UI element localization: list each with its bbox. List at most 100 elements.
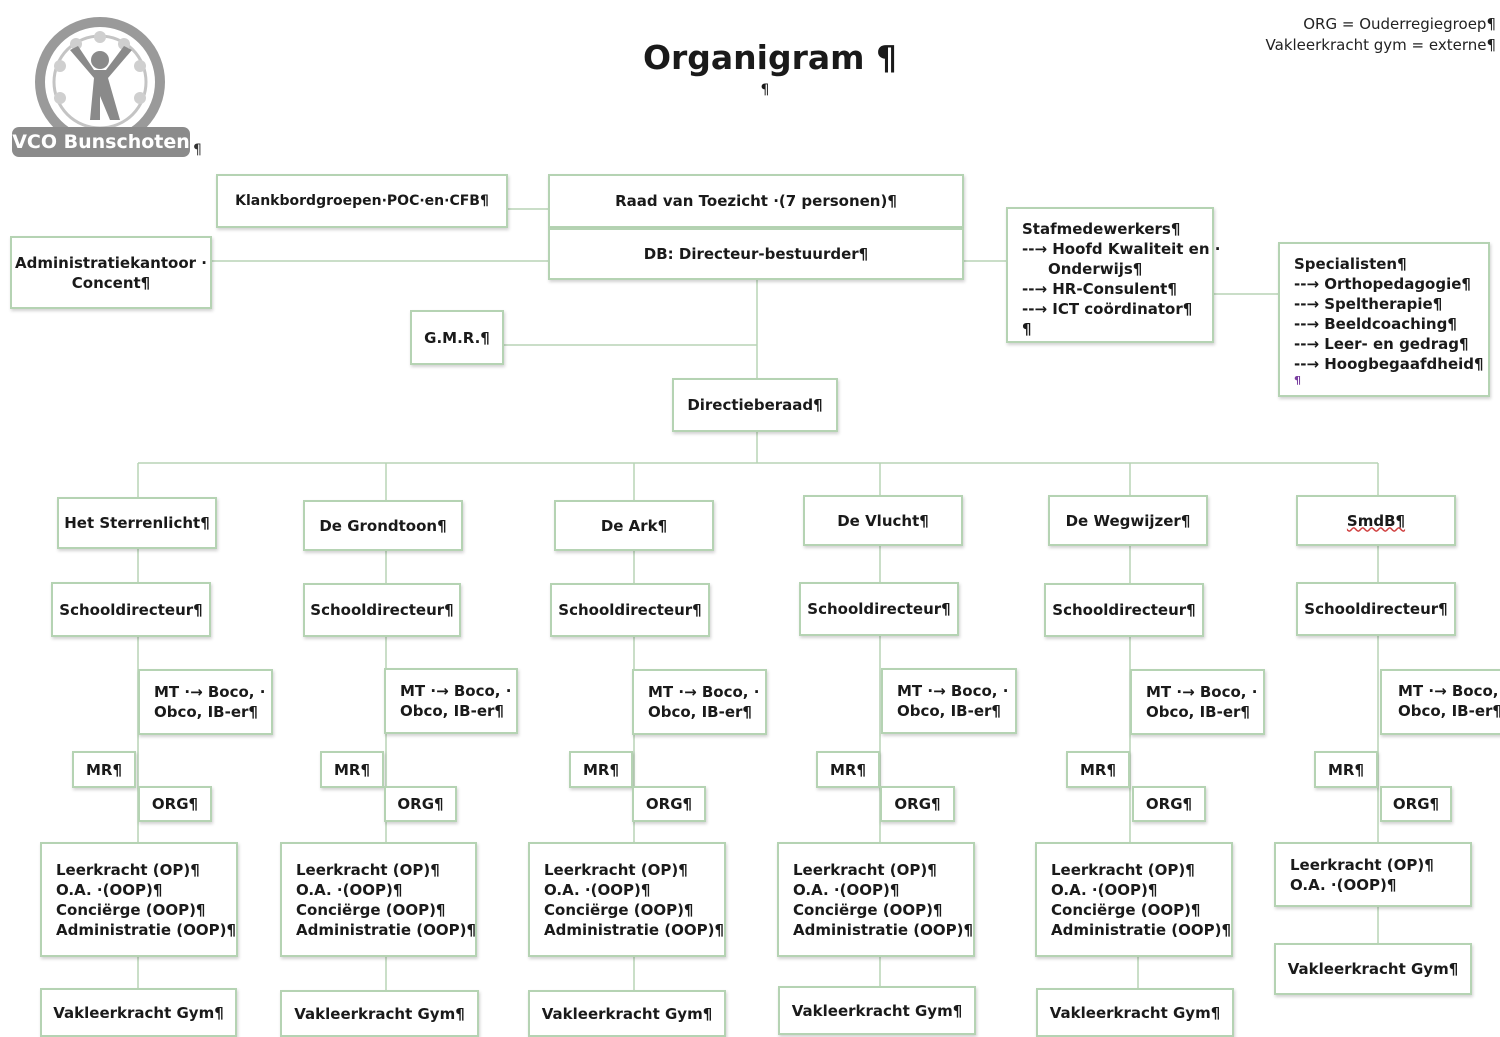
staff-line: Conciërge (OOP)¶ [56, 900, 206, 919]
staff-line: Leerkracht (OP)¶ [793, 860, 937, 879]
school-name-box: SmdB¶ [1296, 495, 1456, 546]
school-name-box: Het Sterrenlicht¶ [57, 497, 217, 549]
specialisten-line: --→ Leer- en gedrag¶ [1294, 335, 1469, 353]
mt-line: Obco, IB-er¶ [400, 702, 504, 720]
org-label: ORG¶ [397, 795, 444, 813]
vakleerkracht-gym-box: Vakleerkracht Gym¶ [778, 986, 976, 1035]
raad-label: Raad van Toezicht ·(7 personen)¶ [615, 192, 897, 210]
administratiekantoor-box: Administratiekantoor ·Concent¶ [10, 236, 212, 309]
mr-label: MR¶ [829, 760, 867, 779]
org-box: ORG¶ [880, 786, 955, 822]
mt-line: MT ·→ Boco, · [648, 683, 760, 701]
staf-line: --→ HR-Consulent¶ [1022, 280, 1177, 298]
school-name: Het Sterrenlicht¶ [64, 514, 210, 532]
school-name-box: De Ark¶ [554, 500, 714, 551]
mr-box: MR¶ [320, 751, 384, 788]
admin-line: Concent¶ [71, 273, 151, 292]
staff-box: Leerkracht (OP)¶O.A. ·(OOP)¶Conciërge (O… [280, 842, 477, 957]
gym-label: Vakleerkracht Gym¶ [1049, 1003, 1221, 1022]
staff-box: Leerkracht (OP)¶O.A. ·(OOP)¶Conciërge (O… [777, 842, 975, 957]
directieberaad-box: Directieberaad¶ [672, 378, 838, 432]
schooldirecteur-box: Schooldirecteur¶ [51, 582, 211, 637]
vakleerkracht-gym-box: Vakleerkracht Gym¶ [1274, 943, 1472, 995]
raad-van-toezicht-box: Raad van Toezicht ·(7 personen)¶ [548, 174, 964, 228]
specialisten-line: --→ Hoogbegaafdheid¶ [1294, 355, 1484, 373]
gym-label: Vakleerkracht Gym¶ [53, 1003, 224, 1022]
gym-label: Vakleerkracht Gym¶ [1287, 960, 1459, 978]
school-name: De Grondtoon¶ [319, 516, 447, 535]
school-name: De Wegwijzer¶ [1065, 511, 1191, 530]
org-box: ORG¶ [138, 786, 212, 822]
schooldirecteur-box: Schooldirecteur¶ [550, 583, 710, 637]
staf-line: ¶ [1022, 320, 1032, 338]
mt-box: MT ·→ Boco, ·Obco, IB-er¶ [632, 669, 767, 735]
staff-box: Leerkracht (OP)¶O.A. ·(OOP)¶Conciërge (O… [528, 842, 726, 957]
gym-label: Vakleerkracht Gym¶ [294, 1004, 465, 1023]
staff-line: Conciërge (OOP)¶ [296, 900, 446, 919]
admin-line: Administratiekantoor · [15, 253, 207, 272]
mt-line: MT ·→ Boco, · [1146, 683, 1258, 701]
gym-label: Vakleerkracht Gym¶ [541, 1004, 713, 1023]
staff-line: Administratie (OOP)¶ [1051, 920, 1232, 939]
title-mark: ¶ [760, 82, 770, 98]
mr-label: MR¶ [85, 760, 123, 779]
directeur-bestuurder-box: DB: Directeur-bestuurder¶ [548, 228, 964, 280]
mt-box: MT ·→ Boco, ·Obco, IB-er¶ [881, 668, 1017, 734]
mt-line: MT ·→ Boco, · [897, 682, 1009, 700]
staf-line: --→ ICT coördinator¶ [1022, 300, 1193, 318]
schooldirecteur-label: Schooldirecteur¶ [310, 601, 454, 619]
mr-label: MR¶ [582, 760, 620, 779]
org-label: ORG¶ [1392, 795, 1440, 813]
staff-line: Conciërge (OOP)¶ [544, 900, 694, 919]
org-box: ORG¶ [1132, 786, 1206, 822]
mt-box: MT ·→ Boco, ·Obco, IB-er¶ [384, 668, 518, 734]
vakleerkracht-gym-box: Vakleerkracht Gym¶ [1036, 988, 1234, 1037]
staff-box: Leerkracht (OP)¶O.A. ·(OOP)¶ [1274, 842, 1472, 907]
school-name-box: De Grondtoon¶ [303, 500, 463, 551]
school-name-box: De Wegwijzer¶ [1048, 495, 1208, 546]
logo-text: VCO Bunschoten [12, 127, 190, 157]
schooldirecteur-label: Schooldirecteur¶ [807, 600, 951, 618]
staff-line: Administratie (OOP)¶ [296, 920, 477, 939]
klankbord-label: Klankbordgroepen·POC·en·CFB¶ [235, 193, 489, 209]
mr-box: MR¶ [816, 751, 880, 788]
gmr-box: G.M.R.¶ [410, 310, 504, 365]
school-name: De Vlucht¶ [837, 511, 929, 530]
org-box: ORG¶ [632, 786, 706, 822]
specialisten-line: Specialisten¶ [1294, 255, 1407, 273]
mt-line: Obco, IB-er¶ [1398, 702, 1500, 720]
vakleerkracht-gym-box: Vakleerkracht Gym¶ [528, 990, 726, 1037]
mt-line: MT ·→ Boco, · [1398, 682, 1500, 700]
staff-line: Administratie (OOP)¶ [56, 920, 237, 939]
legend-line: ORG = Ouderregiegroep¶ [1303, 15, 1496, 33]
schooldirecteur-label: Schooldirecteur¶ [1304, 600, 1448, 618]
schooldirecteur-box: Schooldirecteur¶ [799, 582, 959, 636]
staff-line: O.A. ·(OOP)¶ [56, 880, 163, 899]
schooldirecteur-box: Schooldirecteur¶ [303, 583, 461, 637]
staff-line: O.A. ·(OOP)¶ [1290, 875, 1397, 894]
specialisten-line: ¶ [1294, 374, 1301, 387]
staff-line: Administratie (OOP)¶ [793, 920, 974, 939]
specialisten-line: --→ Orthopedagogie¶ [1294, 275, 1471, 293]
stafmedewerkers-box: Stafmedewerkers¶ --→ Hoofd Kwaliteit en … [1006, 207, 1220, 343]
org-label: ORG¶ [894, 795, 941, 813]
staff-line: O.A. ·(OOP)¶ [1051, 880, 1158, 899]
mt-line: Obco, IB-er¶ [1146, 703, 1250, 721]
specialisten-box: Specialisten¶ --→ Orthopedagogie¶ --→ Sp… [1278, 242, 1490, 397]
staff-box: Leerkracht (OP)¶O.A. ·(OOP)¶Conciërge (O… [1035, 842, 1233, 957]
mt-line: Obco, IB-er¶ [154, 703, 258, 721]
legend-line: Vakleerkracht gym = externe¶ [1265, 36, 1496, 54]
mr-box: MR¶ [1314, 751, 1378, 788]
db-label: DB: Directeur-bestuurder¶ [643, 245, 869, 263]
org-box: ORG¶ [384, 786, 457, 822]
gym-label: Vakleerkracht Gym¶ [791, 1001, 963, 1020]
vakleerkracht-gym-box: Vakleerkracht Gym¶ [40, 988, 237, 1037]
staff-line: Conciërge (OOP)¶ [793, 900, 943, 919]
legend: ORG = Ouderregiegroep¶ Vakleerkracht gym… [1266, 14, 1496, 56]
staff-line: Leerkracht (OP)¶ [1051, 860, 1195, 879]
logo-mark: ¶ [193, 142, 202, 158]
staff-line: Administratie (OOP)¶ [544, 920, 725, 939]
staf-line: --→ Hoofd Kwaliteit en · [1022, 240, 1221, 258]
mt-box: MT ·→ Boco, · Obco, IB-er¶ [1130, 669, 1265, 735]
school-name: SmdB¶ [1346, 511, 1406, 530]
